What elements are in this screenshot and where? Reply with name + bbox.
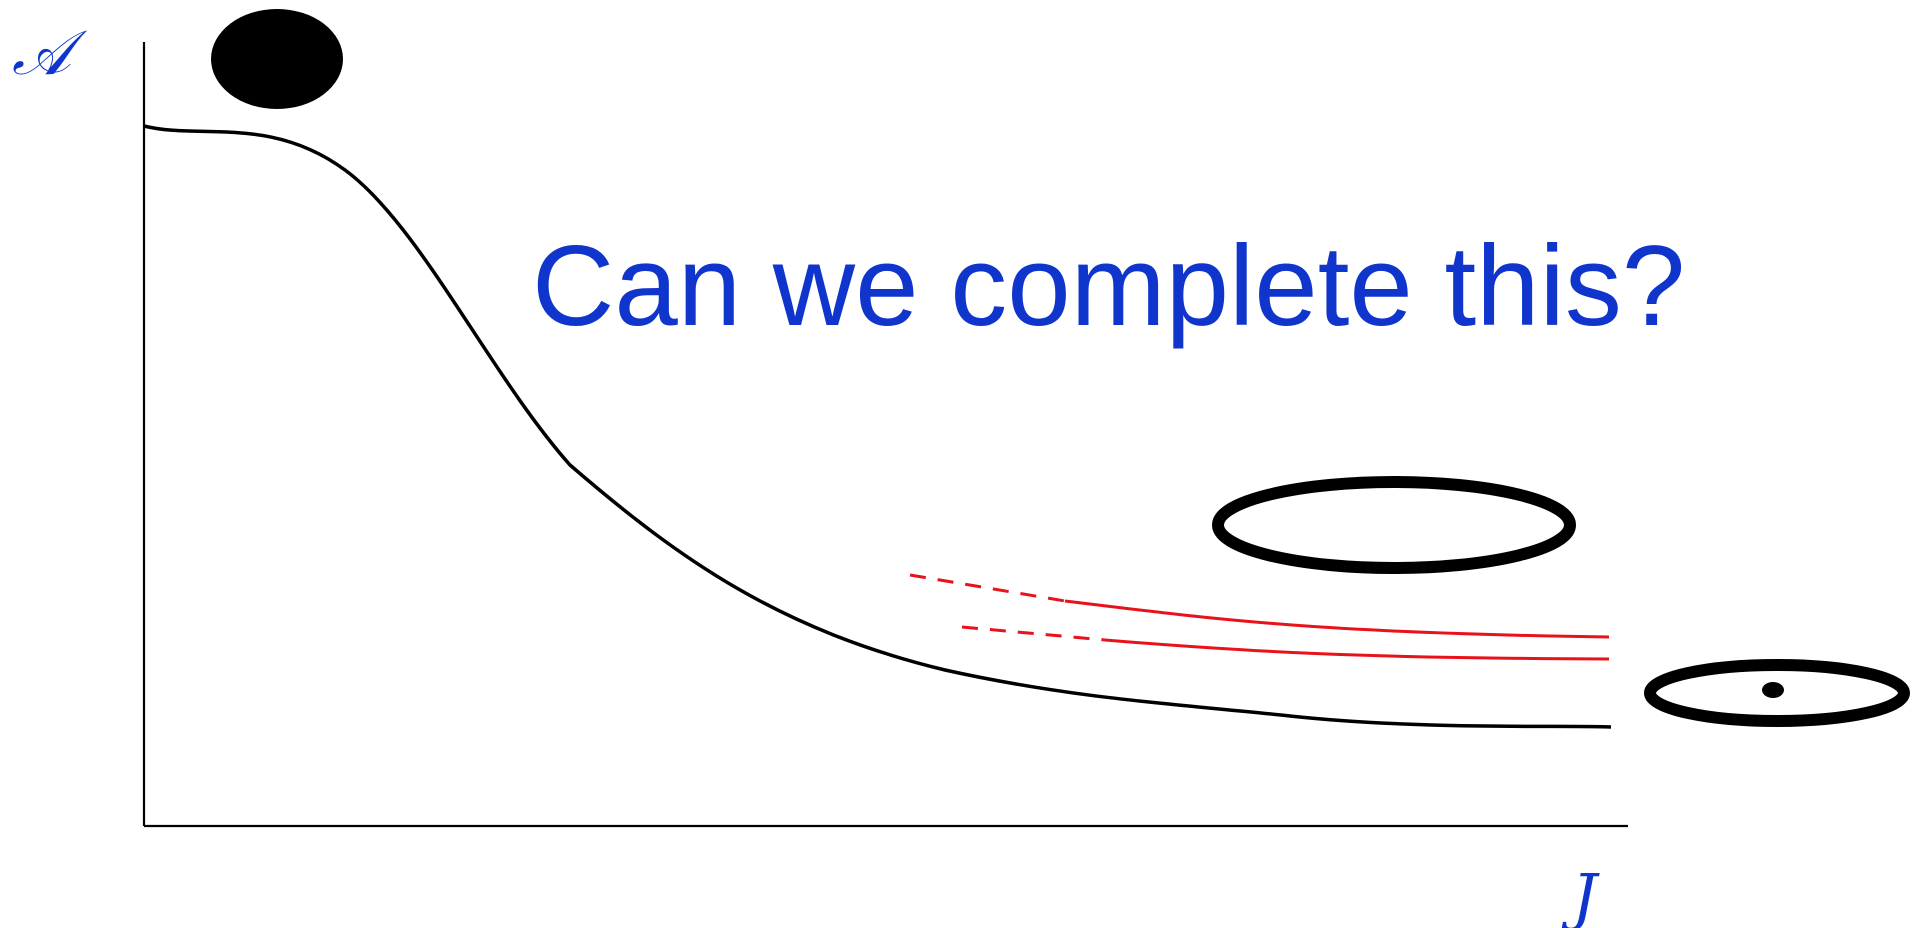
x-axis-label: J — [1561, 860, 1600, 928]
upper-dashed-extension — [909, 573, 1066, 603]
thin-ring-icon — [1212, 476, 1576, 574]
lower-solid-extension — [1104, 638, 1610, 661]
center-dot-icon — [1762, 682, 1784, 698]
y-axis-label: 𝒜 — [12, 16, 88, 89]
solid-disk-icon — [211, 9, 343, 109]
upper-solid-extension — [1064, 599, 1610, 639]
main-curve — [143, 124, 1612, 729]
lower-dashed-extension — [961, 625, 1106, 642]
ring-icon — [1644, 659, 1910, 727]
question-text: Can we complete this? — [532, 223, 1685, 350]
